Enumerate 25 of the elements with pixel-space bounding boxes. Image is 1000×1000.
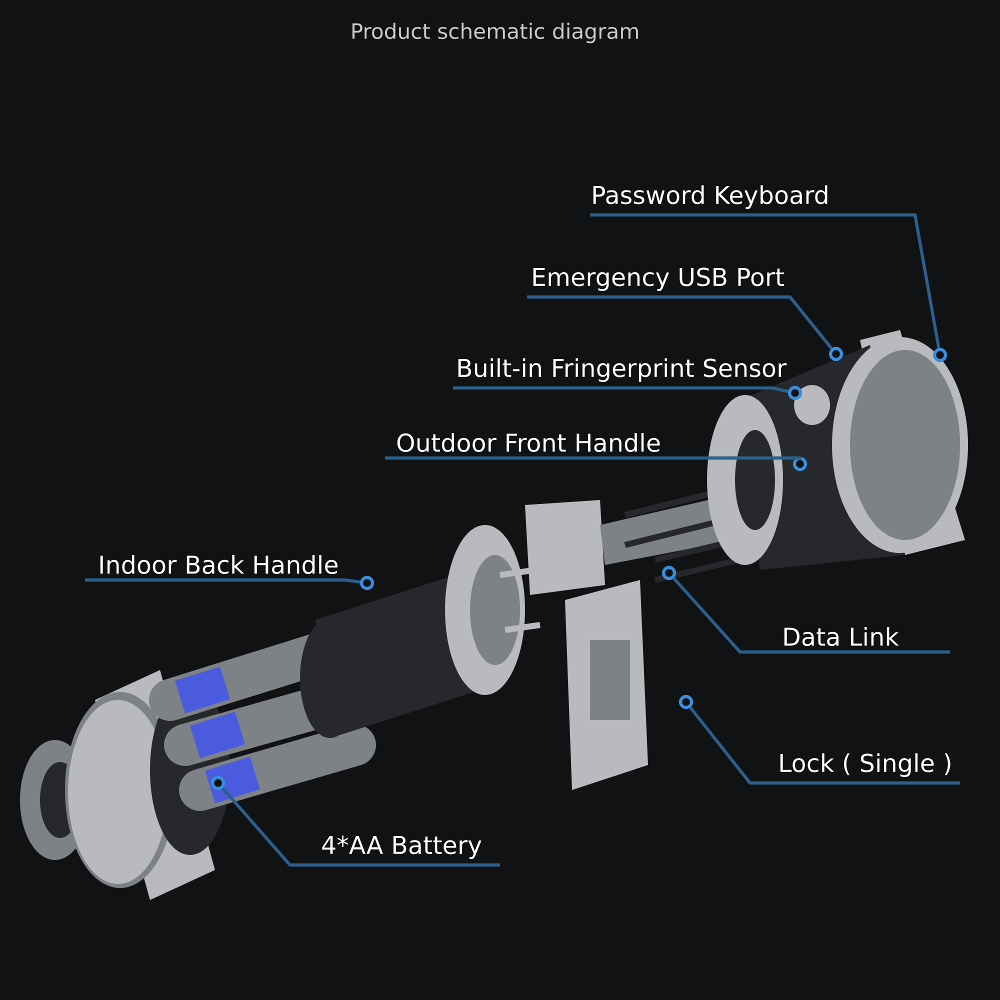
marker-dot — [662, 566, 676, 580]
part-label: Data Link — [784, 626, 899, 646]
marker-dot — [678, 694, 694, 710]
marker-dot — [360, 576, 374, 590]
part-label: Emergency USB Port — [533, 268, 784, 292]
marker-dot — [932, 348, 948, 362]
part-label: 4*AA Battery — [322, 836, 482, 860]
leader-line — [689, 706, 960, 785]
leader-line — [222, 787, 500, 867]
part-label: Built-in Fringerprint Sensor — [458, 358, 787, 382]
leader-line — [590, 213, 940, 348]
leader-line — [453, 386, 788, 394]
marker-dot — [792, 456, 808, 472]
leader-line — [672, 577, 950, 654]
marker-dot — [828, 346, 844, 362]
part-label: Lock ( Single ) — [780, 753, 950, 778]
leader-line — [85, 578, 360, 584]
part-label: Password Keyboard — [593, 185, 828, 209]
marker-dot — [210, 776, 226, 790]
part-label: Outdoor Front Handle — [397, 432, 660, 452]
leader-line — [527, 295, 833, 350]
leader-line — [385, 455, 802, 460]
marker-dot — [788, 386, 802, 400]
title: Product schematic diagram — [352, 22, 638, 44]
part-label: Indoor Back Handle — [100, 554, 338, 574]
